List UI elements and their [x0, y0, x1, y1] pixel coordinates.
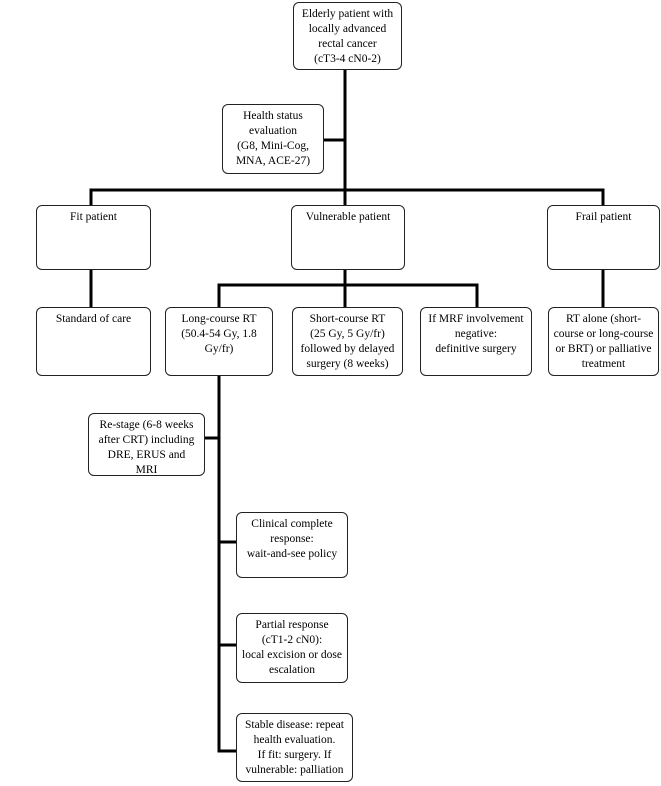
- node-root-text: Elderly patient with locally advanced re…: [301, 8, 394, 65]
- node-mrf-negative: If MRF involvement negative: definitive …: [420, 307, 532, 376]
- node-vulnerable-patient-text: Vulnerable patient: [305, 211, 391, 223]
- node-partial-response-text: Partial response (cT1-2 cN0): local exci…: [242, 619, 342, 676]
- node-health-status-text: Health status evaluation (G8, Mini-Cog, …: [235, 110, 311, 167]
- node-fit-patient-text: Fit patient: [70, 211, 117, 223]
- node-root: Elderly patient with locally advanced re…: [293, 2, 402, 70]
- node-rt-alone-text: RT alone (short- course or long-course o…: [553, 313, 654, 370]
- node-vulnerable-patient: Vulnerable patient: [291, 205, 405, 270]
- node-long-course-rt: Long-course RT (50.4-54 Gy, 1.8 Gy/fr): [165, 307, 273, 376]
- node-partial-response: Partial response (cT1-2 cN0): local exci…: [236, 613, 348, 683]
- node-clinical-complete-response-text: Clinical complete response: wait-and-see…: [246, 518, 338, 560]
- node-stable-disease: Stable disease: repeat health evaluation…: [236, 713, 353, 782]
- node-clinical-complete-response: Clinical complete response: wait-and-see…: [236, 512, 348, 578]
- node-short-course-rt-text: Short-course RT (25 Gy, 5 Gy/fr) followe…: [300, 313, 395, 370]
- node-restage-text: Re-stage (6-8 weeks after CRT) including…: [98, 419, 195, 476]
- node-mrf-negative-text: If MRF involvement negative: definitive …: [428, 313, 524, 355]
- node-long-course-rt-text: Long-course RT (50.4-54 Gy, 1.8 Gy/fr): [181, 313, 257, 355]
- node-restage: Re-stage (6-8 weeks after CRT) including…: [88, 413, 205, 476]
- node-frail-patient: Frail patient: [547, 205, 660, 270]
- node-stable-disease-text: Stable disease: repeat health evaluation…: [245, 719, 344, 776]
- node-standard-of-care: Standard of care: [36, 307, 151, 376]
- node-standard-of-care-text: Standard of care: [55, 313, 132, 325]
- node-health-status: Health status evaluation (G8, Mini-Cog, …: [222, 104, 324, 174]
- node-short-course-rt: Short-course RT (25 Gy, 5 Gy/fr) followe…: [292, 307, 403, 376]
- node-fit-patient: Fit patient: [36, 205, 151, 270]
- node-rt-alone: RT alone (short- course or long-course o…: [548, 307, 659, 376]
- node-frail-patient-text: Frail patient: [575, 211, 632, 223]
